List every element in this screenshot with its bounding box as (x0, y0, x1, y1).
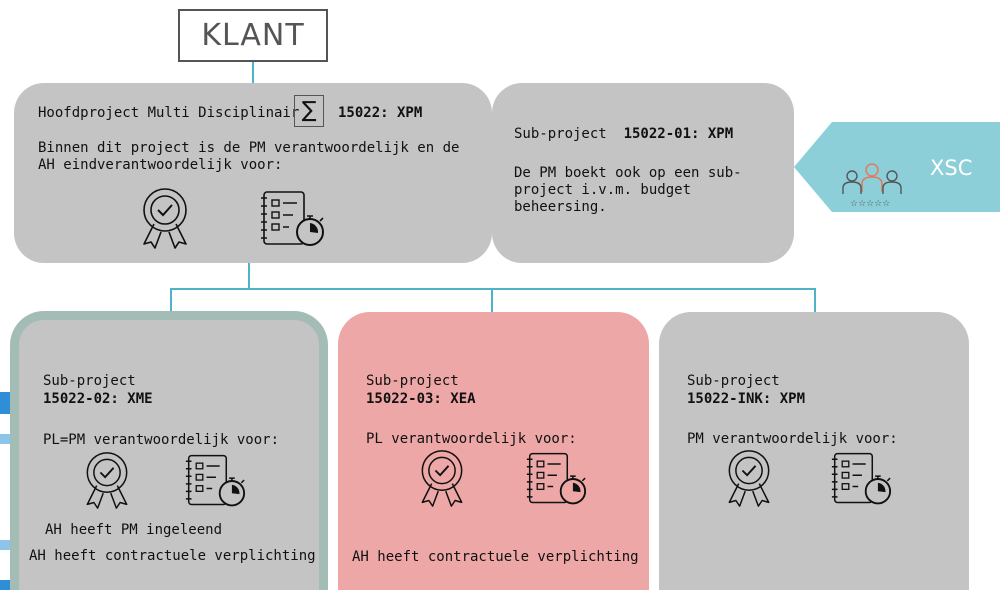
subproject-03-code: 15022-03: XEA (366, 391, 476, 407)
svg-text:☆☆☆☆☆: ☆☆☆☆☆ (850, 199, 890, 209)
award-icon (136, 186, 194, 250)
checklist-stopwatch-icon (829, 448, 893, 510)
subproject-01-desc-1: De PM boekt ook op een sub- (514, 165, 742, 181)
connector-klant-main (252, 62, 254, 84)
edge-marker (0, 392, 10, 414)
main-desc-2: AH eindverantwoordelijk voor: (38, 157, 283, 173)
xsc-arrow: ☆☆☆☆☆ XSC (794, 122, 1000, 212)
subproject-02-box: Sub-project 15022-02: XME PL=PM verantwo… (10, 311, 328, 590)
subproject-01-box: Sub-project 15022-01: XPM De PM boekt oo… (492, 83, 794, 263)
subproject-02-code: 15022-02: XME (43, 391, 153, 407)
sigma-icon: ∑ (294, 95, 324, 127)
team-rating-icon: ☆☆☆☆☆ (838, 160, 908, 210)
connector-main-bus (248, 262, 250, 290)
subproject-01-title: Sub-project 15022-01: XPM (514, 126, 734, 142)
subproject-02-label: Sub-project (43, 373, 136, 389)
main-project-box: Hoofdproject Multi Disciplinair ∑ 15022:… (14, 83, 492, 263)
subproject-01-desc-2: project i.v.m. budget (514, 182, 692, 198)
connector-bus (170, 288, 816, 290)
connector-drop-03 (491, 288, 493, 312)
award-icon (79, 450, 135, 510)
klant-label: KLANT (201, 18, 305, 53)
subproject-03-box: Sub-project 15022-03: XEA PL verantwoord… (338, 312, 649, 590)
connector-drop-02 (170, 288, 172, 312)
subproject-02-note-2: AH heeft contractuele verplichting (29, 548, 316, 564)
klant-box: KLANT (178, 9, 328, 62)
checklist-stopwatch-icon (183, 450, 247, 512)
edge-marker (0, 434, 10, 444)
main-code: 15022: XPM (338, 105, 423, 121)
award-icon (414, 448, 470, 508)
subproject-ink-box: Sub-project 15022-INK: XPM PM verantwoor… (659, 312, 969, 590)
edge-marker (0, 540, 10, 550)
subproject-ink-code: 15022-INK: XPM (687, 391, 806, 407)
connector-drop-ink (814, 288, 816, 312)
award-icon (721, 448, 777, 508)
subproject-03-resp: PL verantwoordelijk voor: (366, 431, 577, 447)
subproject-03-label: Sub-project (366, 373, 459, 389)
subproject-ink-label: Sub-project (687, 373, 780, 389)
subproject-01-desc-3: beheersing. (514, 199, 607, 215)
subproject-02-note-1: AH heeft PM ingeleend (45, 522, 223, 538)
subproject-03-note: AH heeft contractuele verplichting (352, 549, 639, 565)
subproject-ink-resp: PM verantwoordelijk voor: (687, 431, 898, 447)
checklist-stopwatch-icon (524, 448, 588, 510)
edge-marker (0, 580, 10, 590)
main-title: Hoofdproject Multi Disciplinair (38, 105, 300, 121)
checklist-stopwatch-icon (258, 186, 326, 252)
main-desc-1: Binnen dit project is de PM verantwoorde… (38, 140, 460, 156)
xsc-label: XSC (930, 156, 973, 180)
subproject-02-resp: PL=PM verantwoordelijk voor: (43, 432, 280, 448)
